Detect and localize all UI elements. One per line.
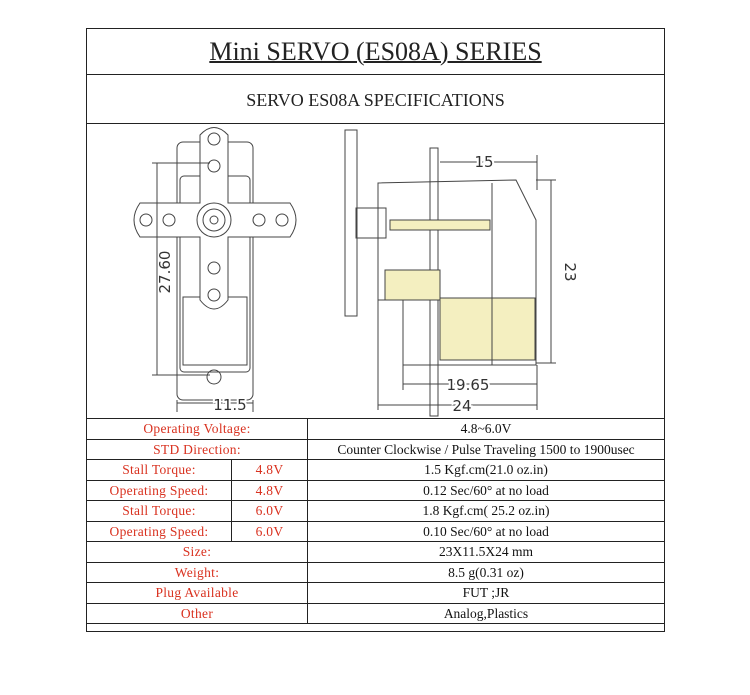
spec-value: 8.5 g(0.31 oz): [307, 561, 665, 583]
table-row: Operating Voltage:4.8~6.0V: [86, 418, 665, 440]
spec-value: 0.10 Sec/60° at no load: [307, 520, 665, 542]
spec-value: 4.8~6.0V: [307, 418, 665, 440]
dim-11-5: 11.5: [213, 396, 246, 414]
spec-label: Size:: [86, 541, 308, 563]
page-title: Mini SERVO (ES08A) SERIES: [87, 29, 664, 75]
spec-label: STD Direction:: [86, 438, 308, 460]
spec-value: 0.12 Sec/60° at no load: [307, 479, 665, 501]
servo-drawing: 27.60 11.5 15 23 19.65 24: [133, 127, 579, 417]
dim-19-65: 19.65: [447, 376, 490, 394]
spec-label: Weight:: [86, 561, 308, 583]
dim-24: 24: [452, 397, 471, 415]
spec-label: Stall Torque:: [86, 459, 232, 481]
spec-label: Stall Torque:: [86, 500, 232, 522]
spec-label: Operating Speed:: [86, 520, 232, 542]
spec-table: Operating Voltage:4.8~6.0V STD Direction…: [86, 418, 665, 624]
spec-value: Counter Clockwise / Pulse Traveling 1500…: [307, 438, 665, 460]
dim-15: 15: [474, 153, 493, 171]
table-row: Size:23X11.5X24 mm: [86, 541, 665, 563]
page-subtitle: SERVO ES08A SPECIFICATIONS: [87, 74, 664, 124]
table-row: Weight:8.5 g(0.31 oz): [86, 561, 665, 583]
front-view: [133, 127, 297, 412]
side-view: [344, 129, 556, 417]
table-row: STD Direction:Counter Clockwise / Pulse …: [86, 438, 665, 460]
dim-23: 23: [561, 262, 579, 281]
spec-label: Other: [86, 602, 308, 624]
spec-value: FUT ;JR: [307, 582, 665, 604]
spec-value: 1.5 Kgf.cm(21.0 oz.in): [307, 459, 665, 481]
dim-27-60: 27.60: [156, 251, 174, 294]
spec-value: Analog,Plastics: [307, 602, 665, 624]
spec-voltage: 6.0V: [231, 520, 308, 542]
spec-value: 23X11.5X24 mm: [307, 541, 665, 563]
spec-voltage: 4.8V: [231, 479, 308, 501]
spec-sheet: Mini SERVO (ES08A) SERIES SERVO ES08A SP…: [86, 28, 665, 632]
spec-label: Operating Speed:: [86, 479, 232, 501]
spec-label: Plug Available: [86, 582, 308, 604]
spec-value: 1.8 Kgf.cm( 25.2 oz.in): [307, 500, 665, 522]
title-text: Mini SERVO (ES08A) SERIES: [209, 37, 542, 66]
spec-label: Operating Voltage:: [86, 418, 308, 440]
spec-voltage: 6.0V: [231, 500, 308, 522]
spec-voltage: 4.8V: [231, 459, 308, 481]
